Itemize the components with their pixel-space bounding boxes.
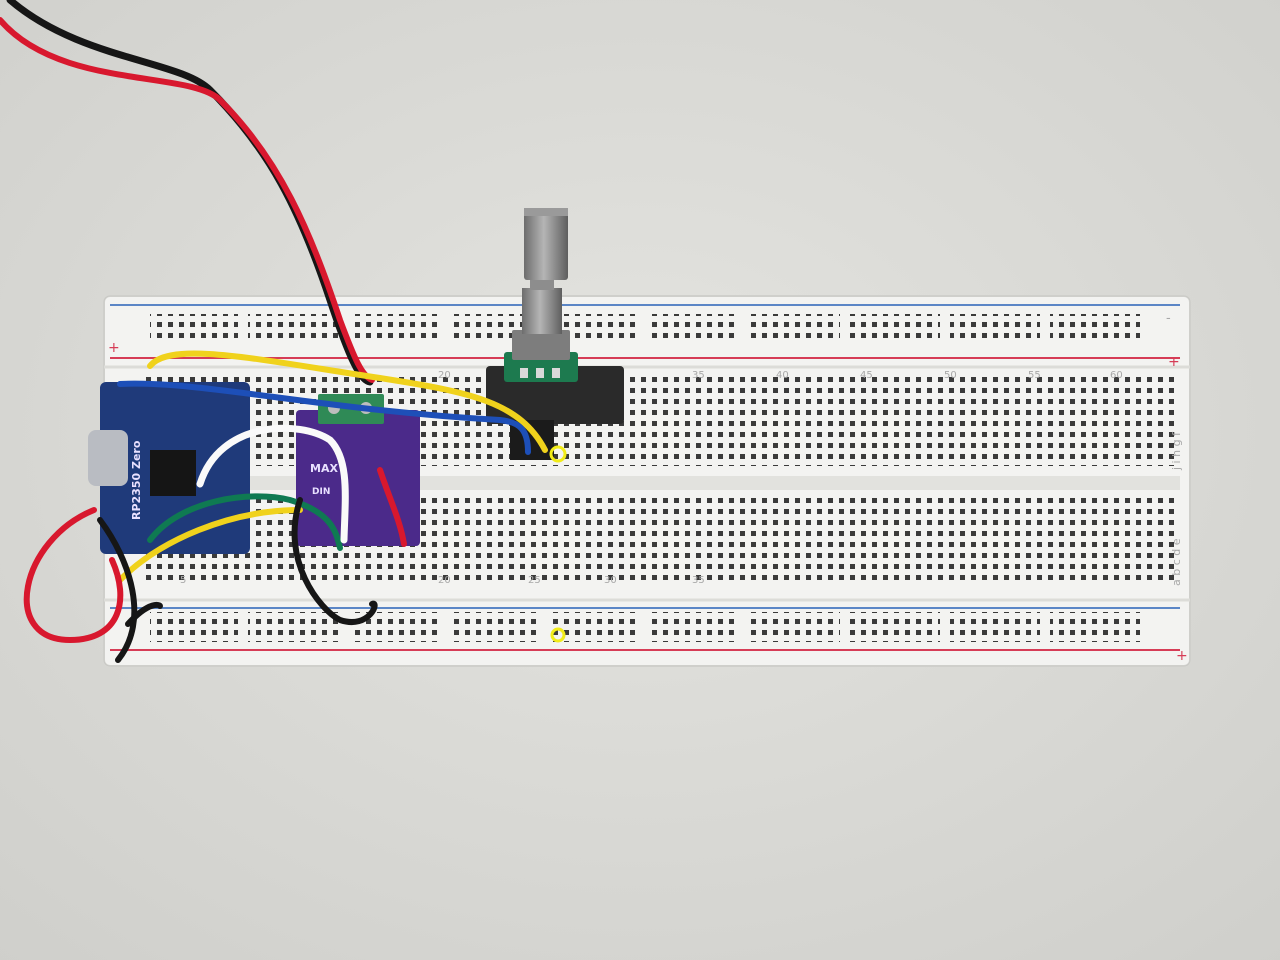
wire-black-left: [97, 517, 138, 663]
col-label-40: 40: [776, 370, 789, 381]
col-label-20-top: 20: [438, 370, 451, 381]
wire-green: [147, 493, 343, 551]
col-label-30: 30: [604, 575, 617, 586]
col-label-60: 60: [1110, 370, 1123, 381]
col-label-45: 45: [860, 370, 873, 381]
usb-c-connector: [88, 430, 128, 486]
jumper-wires: [0, 0, 548, 663]
wire-red-amp: [377, 467, 407, 547]
breadboard: + + - + 5 20 20 25 30 35 35 40 45 50 55 …: [103, 295, 1191, 667]
wire-black-loop: [291, 497, 378, 625]
col-label-55: 55: [1028, 370, 1041, 381]
center-channel: [120, 476, 1180, 490]
wire-black-rail: [125, 601, 163, 627]
row-letters-bottom: a b c d e: [1170, 538, 1183, 586]
wire-white: [196, 424, 349, 544]
wire-red-loop: [23, 507, 124, 644]
row-letters-top: j i h g f: [1170, 431, 1183, 471]
mcu-label: RP2350 Zero: [130, 440, 143, 520]
wire-yellow-top: [147, 350, 548, 453]
rail-plus-top-left: +: [108, 340, 120, 356]
amp-label: MAX: [310, 462, 338, 475]
col-label-35: 35: [692, 575, 705, 586]
rail-plus-bottom-right: +: [1176, 648, 1188, 664]
col-label-50: 50: [944, 370, 957, 381]
wire-blue: [117, 380, 531, 455]
rail-plus-top-right: +: [1168, 354, 1180, 370]
wire-yellow-bottom: [117, 507, 303, 583]
highlight-marker-icon: [550, 627, 566, 643]
microcontroller-board-icon: RP2350 Zero: [88, 382, 250, 554]
power-wire-red: [0, 17, 375, 383]
col-label-25: 25: [528, 575, 541, 586]
col-label-20: 20: [438, 575, 451, 586]
amp-din-label: DIN: [312, 487, 330, 497]
highlight-marker-icon: [549, 445, 567, 463]
col-label-35-top: 35: [692, 370, 705, 381]
rail-minus-top-right: -: [1166, 311, 1171, 326]
col-label-5: 5: [180, 575, 186, 586]
